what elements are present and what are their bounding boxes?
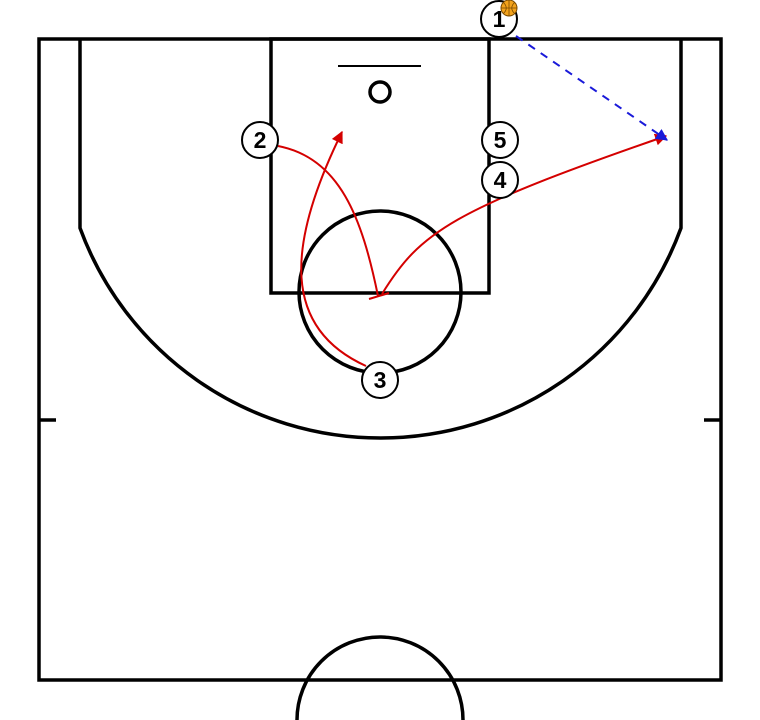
player-5[interactable]: 5 (481, 121, 519, 159)
action-lines (277, 35, 668, 367)
cut-3-path (300, 130, 367, 367)
court-boundary (37, 37, 723, 682)
player-3[interactable]: 3 (361, 361, 399, 399)
screen-bar-icon (368, 292, 390, 300)
court-lines (37, 37, 723, 720)
player-2-label: 2 (254, 127, 267, 153)
player-5-label: 5 (494, 127, 507, 153)
three-point-line (78, 39, 683, 440)
paint-lane (269, 37, 491, 295)
players: 1 2 3 5 4 (241, 0, 519, 399)
rim (368, 80, 392, 104)
basketball-icon (500, 0, 518, 17)
player-3-label: 3 (374, 367, 387, 393)
pass-1-path (515, 35, 668, 141)
center-circle (295, 635, 465, 720)
player-4[interactable]: 4 (481, 161, 519, 199)
player-4-label: 4 (494, 167, 507, 193)
cut-2-path (277, 145, 379, 297)
player-2[interactable]: 2 (241, 121, 279, 159)
cut-4-path (381, 133, 668, 295)
